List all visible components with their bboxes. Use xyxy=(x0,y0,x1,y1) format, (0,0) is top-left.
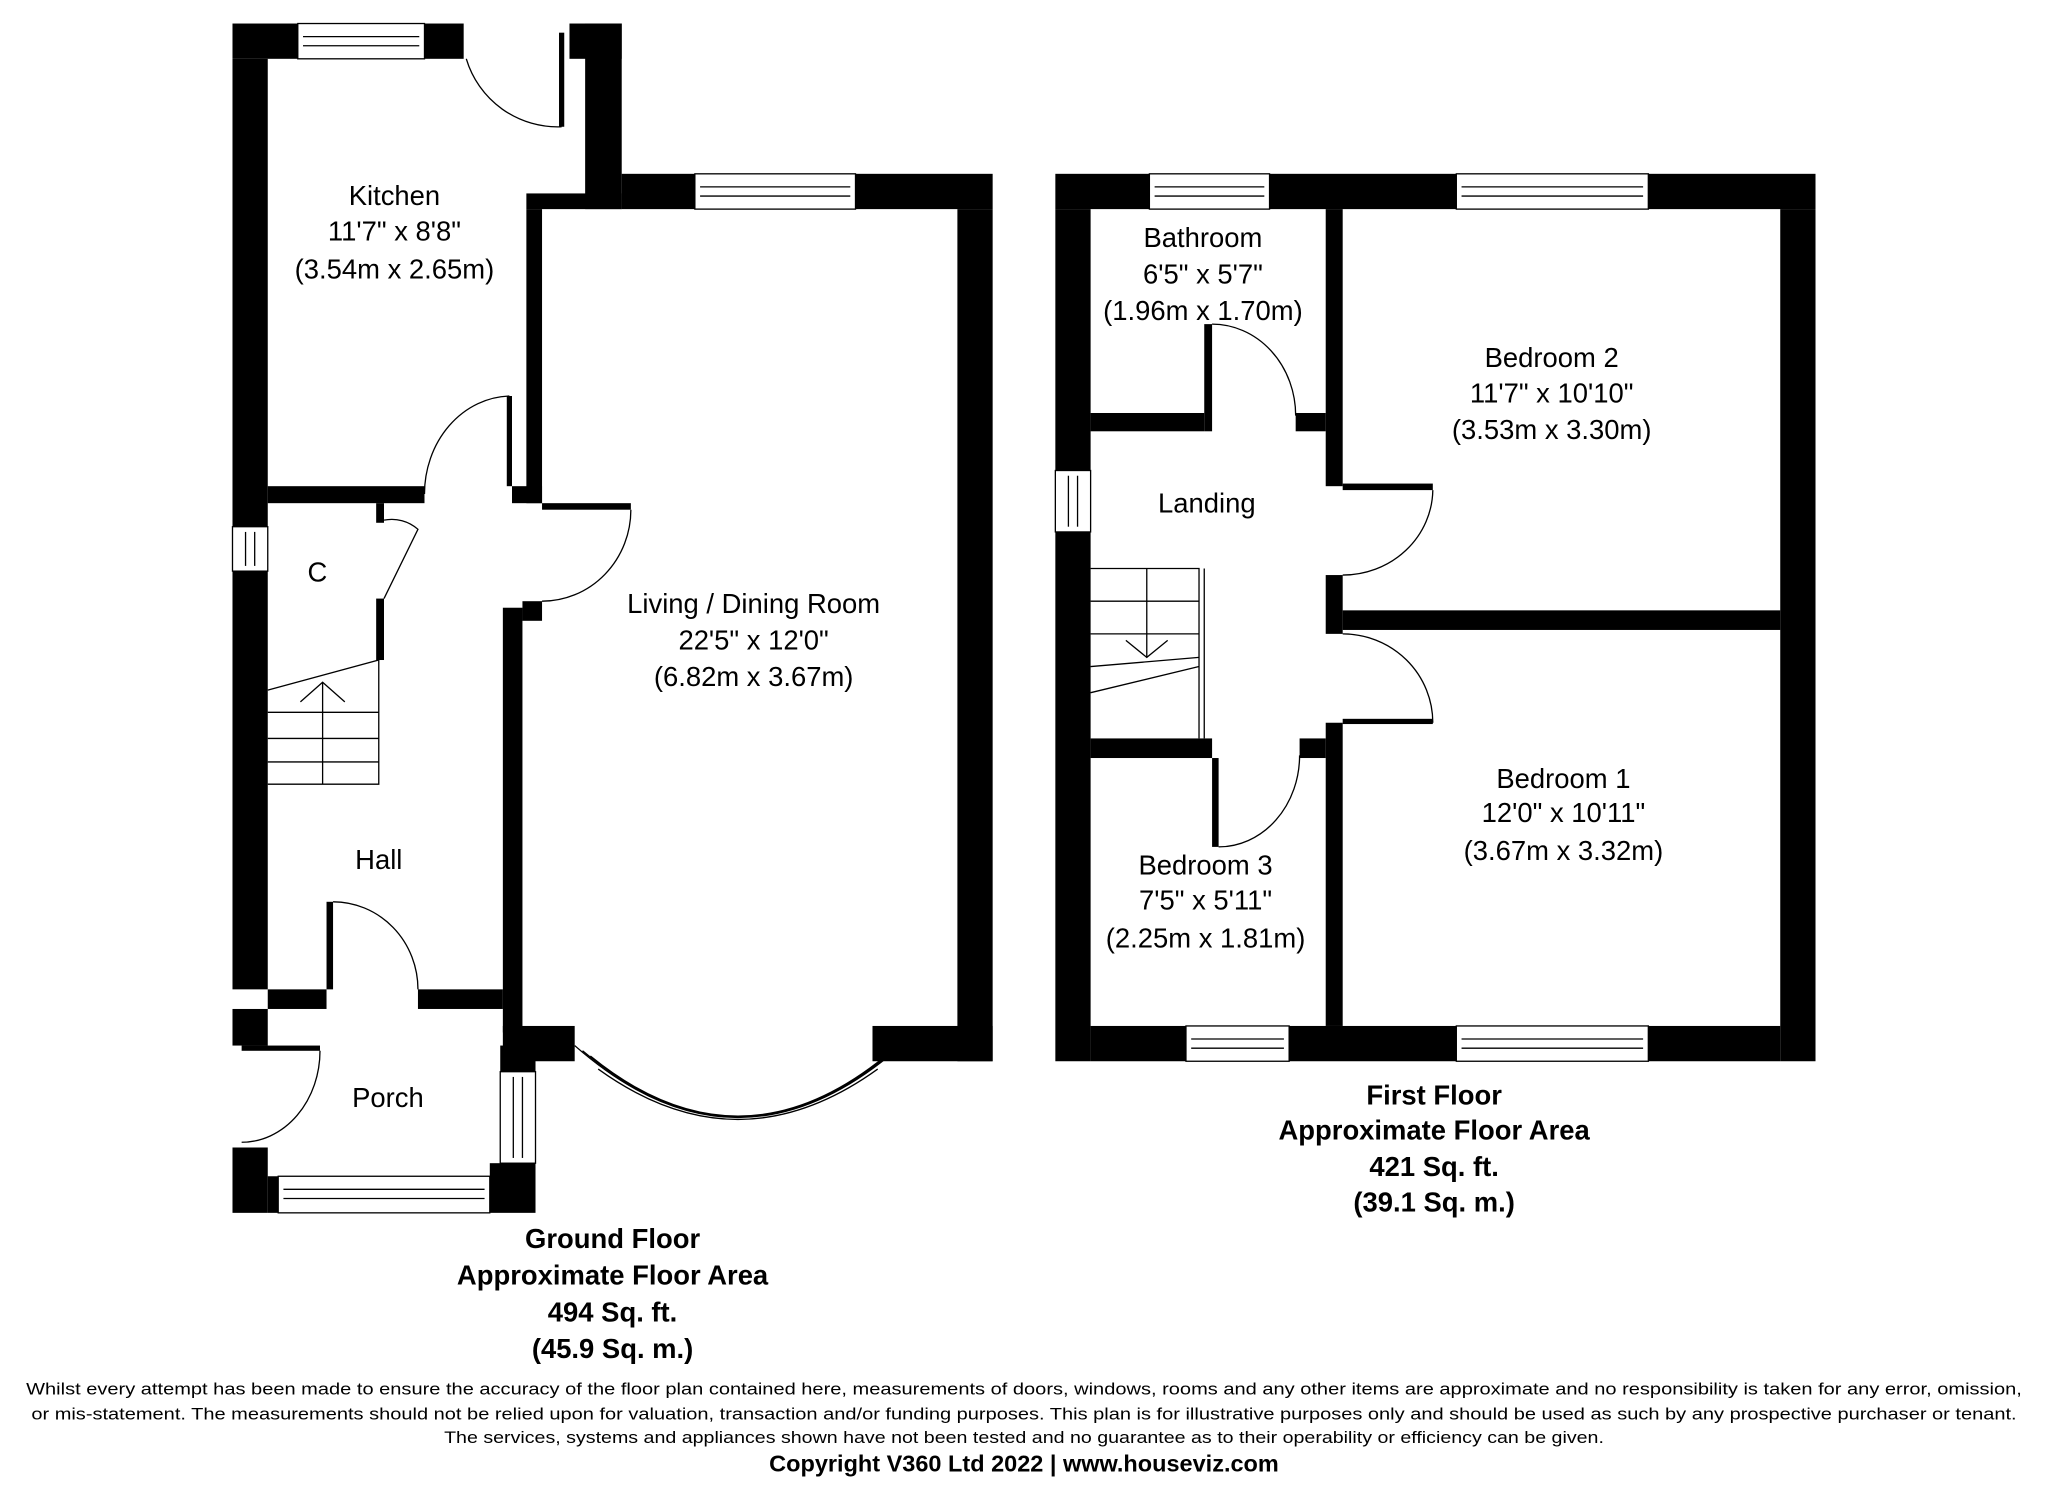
room-size-metric: (6.82m x 3.67m) xyxy=(654,661,854,692)
window xyxy=(1455,173,1649,210)
disclaimer-line: or mis-statement. The measurements shoul… xyxy=(31,1404,2016,1423)
room-name: Living / Dining Room xyxy=(627,588,880,619)
room-label-landing: Landing xyxy=(1158,487,1256,518)
door xyxy=(326,901,334,990)
copyright: Copyright V360 Ltd 2022 | www.houseviz.c… xyxy=(769,1451,1279,1477)
door xyxy=(241,1045,320,1051)
window xyxy=(277,1175,491,1214)
first-floor-walls xyxy=(1054,173,1816,1062)
window xyxy=(1148,173,1271,210)
room-label-hall: Hall xyxy=(355,844,402,875)
window xyxy=(231,526,269,572)
room-label-bathroom: Bathroom 6'5" x 5'7" (1.96m x 1.70m) xyxy=(1103,222,1303,326)
door xyxy=(559,32,565,127)
door xyxy=(1342,718,1433,725)
room-size-metric: (3.53m x 3.30m) xyxy=(1452,414,1652,445)
window xyxy=(499,1071,537,1164)
floor-area-label: Approximate Floor Area xyxy=(457,1260,769,1291)
door xyxy=(1342,483,1433,491)
room-label-kitchen: Kitchen 11'7" x 8'8" (3.54m x 2.65m) xyxy=(295,180,495,284)
window xyxy=(1185,1025,1290,1062)
floor-area-sqft: 421 Sq. ft. xyxy=(1369,1151,1498,1182)
door xyxy=(1212,758,1219,847)
room-name: Bathroom xyxy=(1144,222,1263,253)
room-size-imperial: 11'7" x 8'8" xyxy=(328,215,461,246)
ground-floor-walls xyxy=(231,22,993,1214)
disclaimer-line: The services, systems and appliances sho… xyxy=(444,1428,1604,1447)
floor-area-label: Approximate Floor Area xyxy=(1278,1115,1590,1146)
room-name: Bedroom 1 xyxy=(1496,763,1630,794)
room-name: Bedroom 2 xyxy=(1485,342,1619,373)
disclaimer-line: Whilst every attempt has been made to en… xyxy=(26,1380,2022,1399)
room-label-living: Living / Dining Room 22'5" x 12'0" (6.82… xyxy=(627,588,880,692)
window xyxy=(1054,469,1092,533)
room-label-porch: Porch xyxy=(352,1082,424,1113)
floor-area-sqm: (39.1 Sq. m.) xyxy=(1353,1187,1514,1218)
window xyxy=(1455,1025,1649,1062)
window xyxy=(694,173,857,210)
room-label-cupboard: C xyxy=(307,557,327,588)
door xyxy=(1204,324,1213,432)
room-label-bedroom2: Bedroom 2 11'7" x 10'10" (3.53m x 3.30m) xyxy=(1452,342,1652,445)
stairs xyxy=(1090,567,1205,739)
room-size-imperial: 11'7" x 10'10" xyxy=(1470,378,1634,409)
room-size-metric: (3.67m x 3.32m) xyxy=(1464,835,1664,866)
room-size-imperial: 22'5" x 12'0" xyxy=(678,625,828,656)
room-name: Kitchen xyxy=(349,180,440,211)
floor-area-sqft: 494 Sq. ft. xyxy=(548,1296,677,1327)
footer: Whilst every attempt has been made to en… xyxy=(26,1380,2022,1477)
floor-title: First Floor xyxy=(1366,1079,1502,1110)
room-size-metric: (2.25m x 1.81m) xyxy=(1106,923,1306,954)
room-name: Bedroom 3 xyxy=(1139,849,1273,880)
room-size-imperial: 6'5" x 5'7" xyxy=(1143,259,1263,290)
stairs xyxy=(267,659,380,785)
room-size-metric: (1.96m x 1.70m) xyxy=(1103,295,1303,326)
door xyxy=(506,396,512,487)
room-label-bedroom1: Bedroom 1 12'0" x 10'11" (3.67m x 3.32m) xyxy=(1464,763,1664,866)
room-size-imperial: 12'0" x 10'11" xyxy=(1482,797,1646,828)
floor-title: Ground Floor xyxy=(525,1223,700,1254)
first-floor-summary: First Floor Approximate Floor Area 421 S… xyxy=(1278,1079,1590,1217)
ground-floor-summary: Ground Floor Approximate Floor Area 494 … xyxy=(457,1223,769,1364)
room-size-imperial: 7'5" x 5'11" xyxy=(1139,885,1272,916)
room-label-bedroom3: Bedroom 3 7'5" x 5'11" (2.25m x 1.81m) xyxy=(1106,849,1306,953)
floor-area-sqm: (45.9 Sq. m.) xyxy=(532,1333,693,1364)
window xyxy=(297,22,426,60)
room-size-metric: (3.54m x 2.65m) xyxy=(295,253,495,284)
